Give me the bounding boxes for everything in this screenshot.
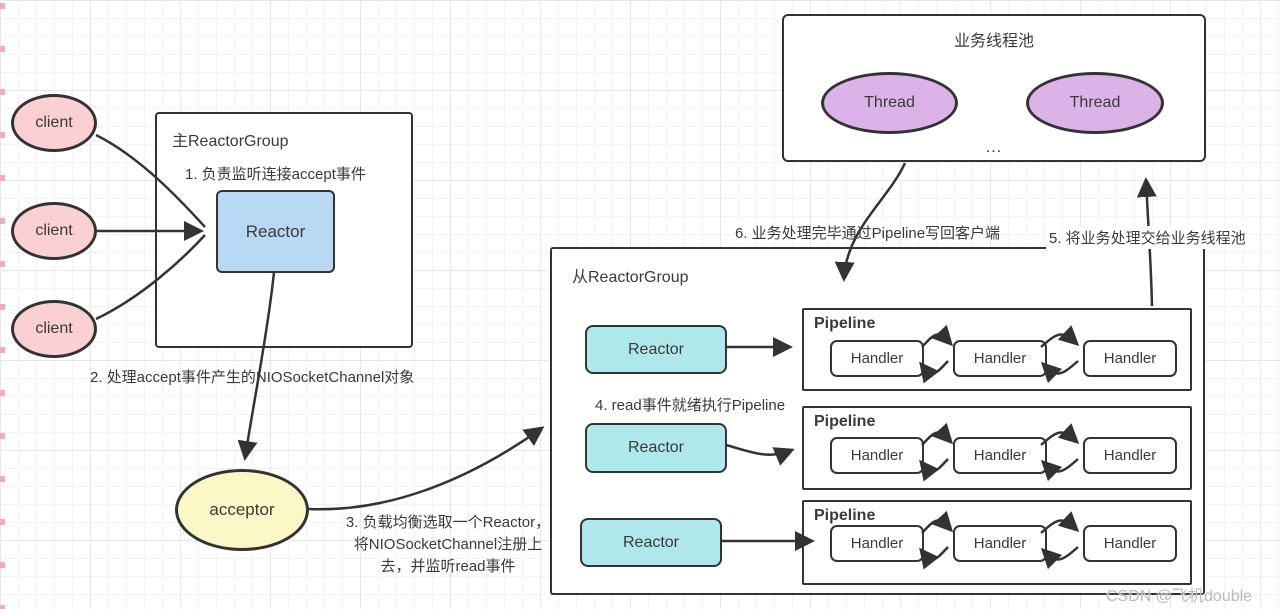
handler-label: Handler [973, 535, 1027, 552]
canvas-edge-ticks [0, 3, 5, 609]
csdn-watermark: CSDN @飞机double [1106, 588, 1253, 605]
note-3-line2: 将NIOSocketChannel注册上 [353, 536, 543, 553]
pipeline-title: Pipeline [814, 315, 876, 332]
handler-node: Handler [1083, 525, 1177, 562]
thread-node-2: Thread [1026, 72, 1164, 134]
sub-reactor-label: Reactor [622, 533, 680, 551]
handler-node: Handler [830, 340, 924, 377]
sub-reactor-group: 从ReactorGroup Reactor 4. read事件就绪执行Pipel… [550, 247, 1205, 595]
acceptor-node: acceptor [175, 469, 309, 551]
handler-label: Handler [973, 447, 1027, 464]
acceptor-label: acceptor [209, 500, 275, 519]
pipeline-title: Pipeline [814, 413, 876, 430]
pipeline-title: Pipeline [814, 507, 876, 524]
main-reactor-label: Reactor [245, 221, 306, 241]
client-label: client [35, 222, 73, 239]
handler-node: Handler [830, 437, 924, 474]
handler-label: Handler [850, 535, 904, 552]
arrow-acceptor-subgroup [308, 426, 545, 511]
sub-reactor-group-title: 从ReactorGroup [572, 269, 689, 286]
handler-node: Handler [1083, 437, 1177, 474]
main-reactor-group: 主ReactorGroup 1. 负责监听连接accept事件 Reactor [155, 112, 413, 348]
business-thread-pool: 业务线程池 Thread Thread ... [782, 14, 1206, 162]
note-3-line3: 去，并监听read事件 [380, 558, 516, 575]
client-node-2: client [11, 202, 97, 260]
handler-label: Handler [973, 350, 1027, 367]
client-label: client [35, 114, 73, 131]
thread-label: Thread [1069, 94, 1121, 111]
client-label: client [35, 320, 73, 337]
note-3: 3. 负载均衡选取一个Reactor， 将NIOSocketChannel注册上… [337, 512, 559, 578]
handler-label: Handler [1103, 350, 1157, 367]
sub-reactor-node-2: Reactor [585, 423, 727, 473]
sub-reactor-label: Reactor [627, 439, 685, 456]
pipeline-box-2: Pipeline Handler Handler Handler [802, 406, 1192, 490]
handler-node: Handler [1083, 340, 1177, 377]
note-4: 4. read事件就绪执行Pipeline [595, 397, 786, 414]
note-1: 1. 负责监听连接accept事件 [185, 166, 366, 183]
main-reactor-node: Reactor [216, 190, 335, 273]
note-2: 2. 处理accept事件产生的NIOSocketChannel对象 [90, 369, 415, 386]
handler-node: Handler [953, 340, 1047, 377]
note-6: 6. 业务处理完毕通过Pipeline写回客户端 [735, 225, 1001, 242]
sub-reactor-node-3: Reactor [580, 518, 722, 567]
handler-label: Handler [1103, 535, 1157, 552]
handler-node: Handler [830, 525, 924, 562]
main-reactor-group-title: 主ReactorGroup [172, 133, 289, 150]
thread-node-1: Thread [821, 72, 958, 134]
handler-node: Handler [953, 525, 1047, 562]
thread-pool-title: 业务线程池 [953, 33, 1034, 50]
thread-label: Thread [864, 94, 915, 111]
handler-label: Handler [1103, 447, 1157, 464]
handler-node: Handler [953, 437, 1047, 474]
sub-reactor-label: Reactor [627, 340, 685, 358]
client-node-3: client [11, 300, 97, 358]
handler-label: Handler [850, 447, 904, 464]
pipeline-box-1: Pipeline Handler Handler Handler [802, 308, 1192, 391]
pipeline-box-3: Pipeline Handler Handler Handler [802, 500, 1192, 585]
note-3-line1: 3. 负载均衡选取一个Reactor， [345, 514, 551, 531]
sub-reactor-node-1: Reactor [585, 325, 727, 374]
thread-pool-ellipsis: ... [985, 139, 1003, 156]
note-5: 5. 将业务处理交给业务线程池 [1046, 226, 1249, 249]
handler-label: Handler [850, 350, 904, 367]
client-node-1: client [11, 94, 97, 152]
